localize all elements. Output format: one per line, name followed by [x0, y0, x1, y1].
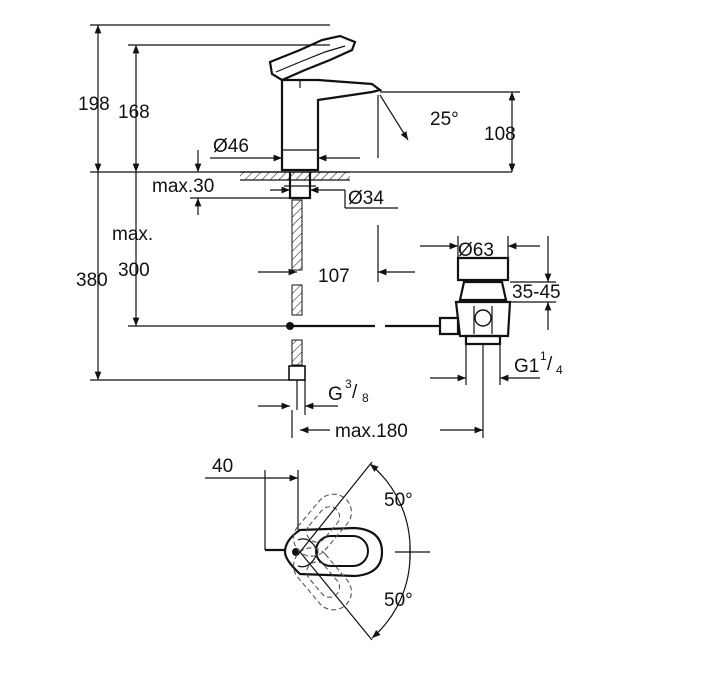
label-25-deg: 25° [430, 109, 459, 130]
label-40: 40 [212, 456, 233, 477]
label-g1-num: 1 [540, 349, 547, 363]
label-g-num: 3 [345, 377, 352, 391]
label-diameter-34: Ø34 [348, 188, 384, 209]
label-g-den: 8 [362, 391, 369, 405]
label-diameter-63: Ø63 [458, 240, 494, 261]
faucet-side-view [240, 34, 512, 410]
label-107: 107 [318, 266, 350, 287]
waste-assembly [438, 256, 512, 346]
label-max: max. [112, 224, 153, 245]
label-35-45: 35-45 [512, 282, 561, 303]
label-g1-slash: / [547, 354, 553, 375]
label-g: G [328, 384, 343, 405]
label-g1: G1 [514, 356, 539, 377]
label-diameter-46: Ø46 [213, 136, 249, 157]
dimension-labels: 198 168 25° 108 Ø46 max.30 Ø34 max. 300 … [76, 94, 563, 611]
label-max-180: max.180 [335, 421, 408, 442]
label-g-slash: / [352, 382, 358, 403]
dimension-lines [90, 24, 556, 438]
label-50-upper: 50° [384, 490, 413, 511]
faucet-top-view [205, 461, 430, 641]
label-380: 380 [76, 270, 108, 291]
label-108: 108 [484, 124, 516, 145]
label-g1-den: 4 [556, 363, 563, 377]
label-50-lower: 50° [384, 590, 413, 611]
label-168: 168 [118, 102, 150, 123]
label-max-30: max.30 [152, 176, 214, 197]
label-300: 300 [118, 260, 150, 281]
label-198: 198 [78, 94, 110, 115]
